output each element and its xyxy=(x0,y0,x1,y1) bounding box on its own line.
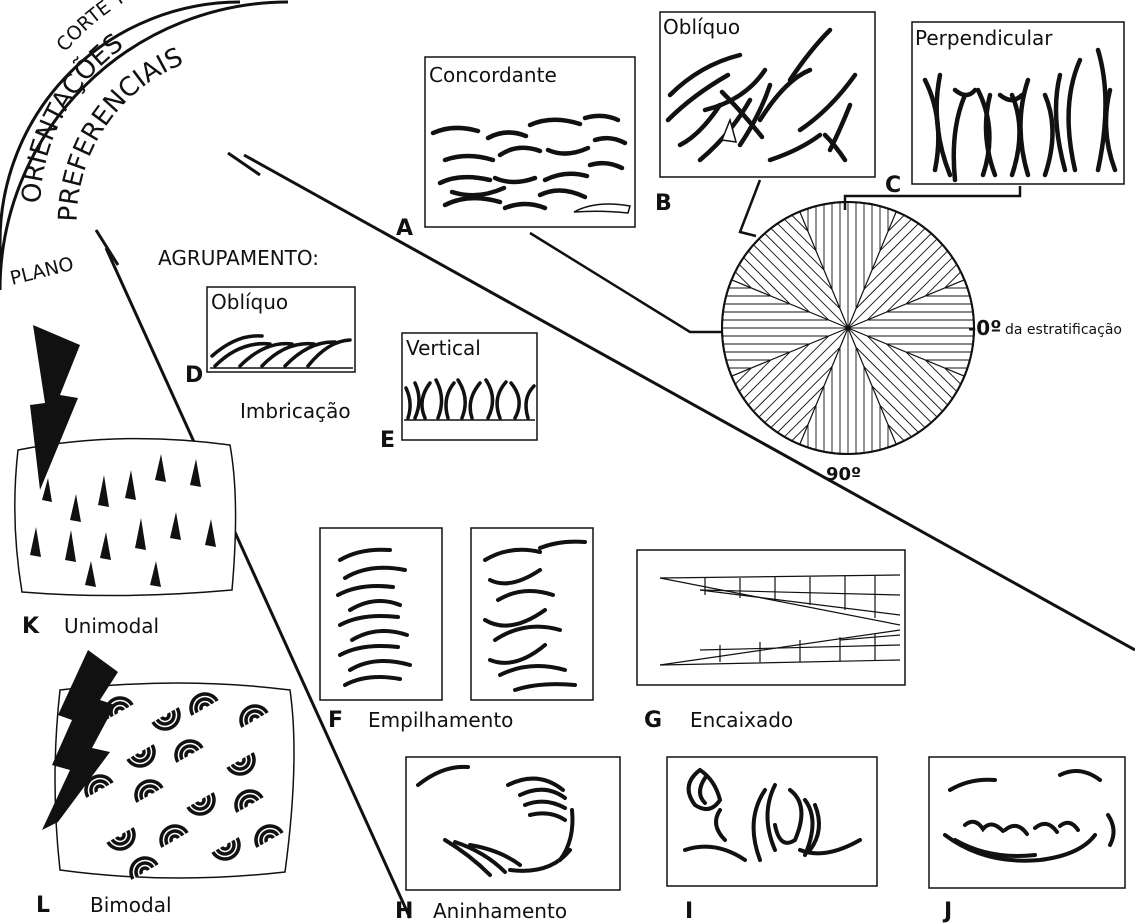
rose-ninety-label: 90º xyxy=(826,464,861,485)
panel-b-letter: B xyxy=(655,191,672,216)
panel-g-title: Encaixado xyxy=(690,708,793,732)
panel-a-letter: A xyxy=(396,216,413,241)
panel-e-title: Vertical xyxy=(406,336,481,360)
panel-b-title: Oblíquo xyxy=(663,15,740,39)
panel-l-title: Bimodal xyxy=(90,893,172,917)
panel-h-title: Aninhamento xyxy=(433,899,567,923)
connector-a xyxy=(530,233,722,332)
panel-f-letter: F xyxy=(328,708,343,733)
panel-d-letter: D xyxy=(185,363,203,388)
plano-label: PLANO xyxy=(8,253,76,290)
panel-g-letter: G xyxy=(644,708,662,733)
rose-zero-label: -0º xyxy=(968,316,1002,340)
panel-k-letter: K xyxy=(22,614,40,639)
panel-g-encaixado xyxy=(637,550,905,685)
panel-l-letter: L xyxy=(36,893,50,918)
panel-h-letter: H xyxy=(395,899,413,924)
panel-i-letter: I xyxy=(685,899,693,924)
panel-c-letter: C xyxy=(885,173,901,198)
panel-h-aninhamento xyxy=(406,757,620,890)
panel-d-title: Oblíquo xyxy=(211,290,288,314)
panel-i xyxy=(667,757,877,886)
connector-b xyxy=(740,180,760,236)
agrupamento-title: AGRUPAMENTO: xyxy=(158,246,319,270)
panel-a-title: Concordante xyxy=(429,63,557,87)
panel-f-empilhamento xyxy=(320,528,593,700)
panel-j xyxy=(929,757,1125,888)
corte-transversal-label: CORTE TRANSVERSAL xyxy=(52,0,247,56)
imbricacao-label: Imbricação xyxy=(240,399,351,423)
panel-e-letter: E xyxy=(380,428,395,453)
panel-l-bimodal xyxy=(42,650,294,879)
panel-c-title: Perpendicular xyxy=(915,26,1053,50)
rose-zero-suffix: da estratificação xyxy=(1005,322,1122,338)
panel-f-title: Empilhamento xyxy=(368,708,513,732)
panel-k-title: Unimodal xyxy=(64,614,159,638)
panel-j-letter: J xyxy=(942,899,952,924)
